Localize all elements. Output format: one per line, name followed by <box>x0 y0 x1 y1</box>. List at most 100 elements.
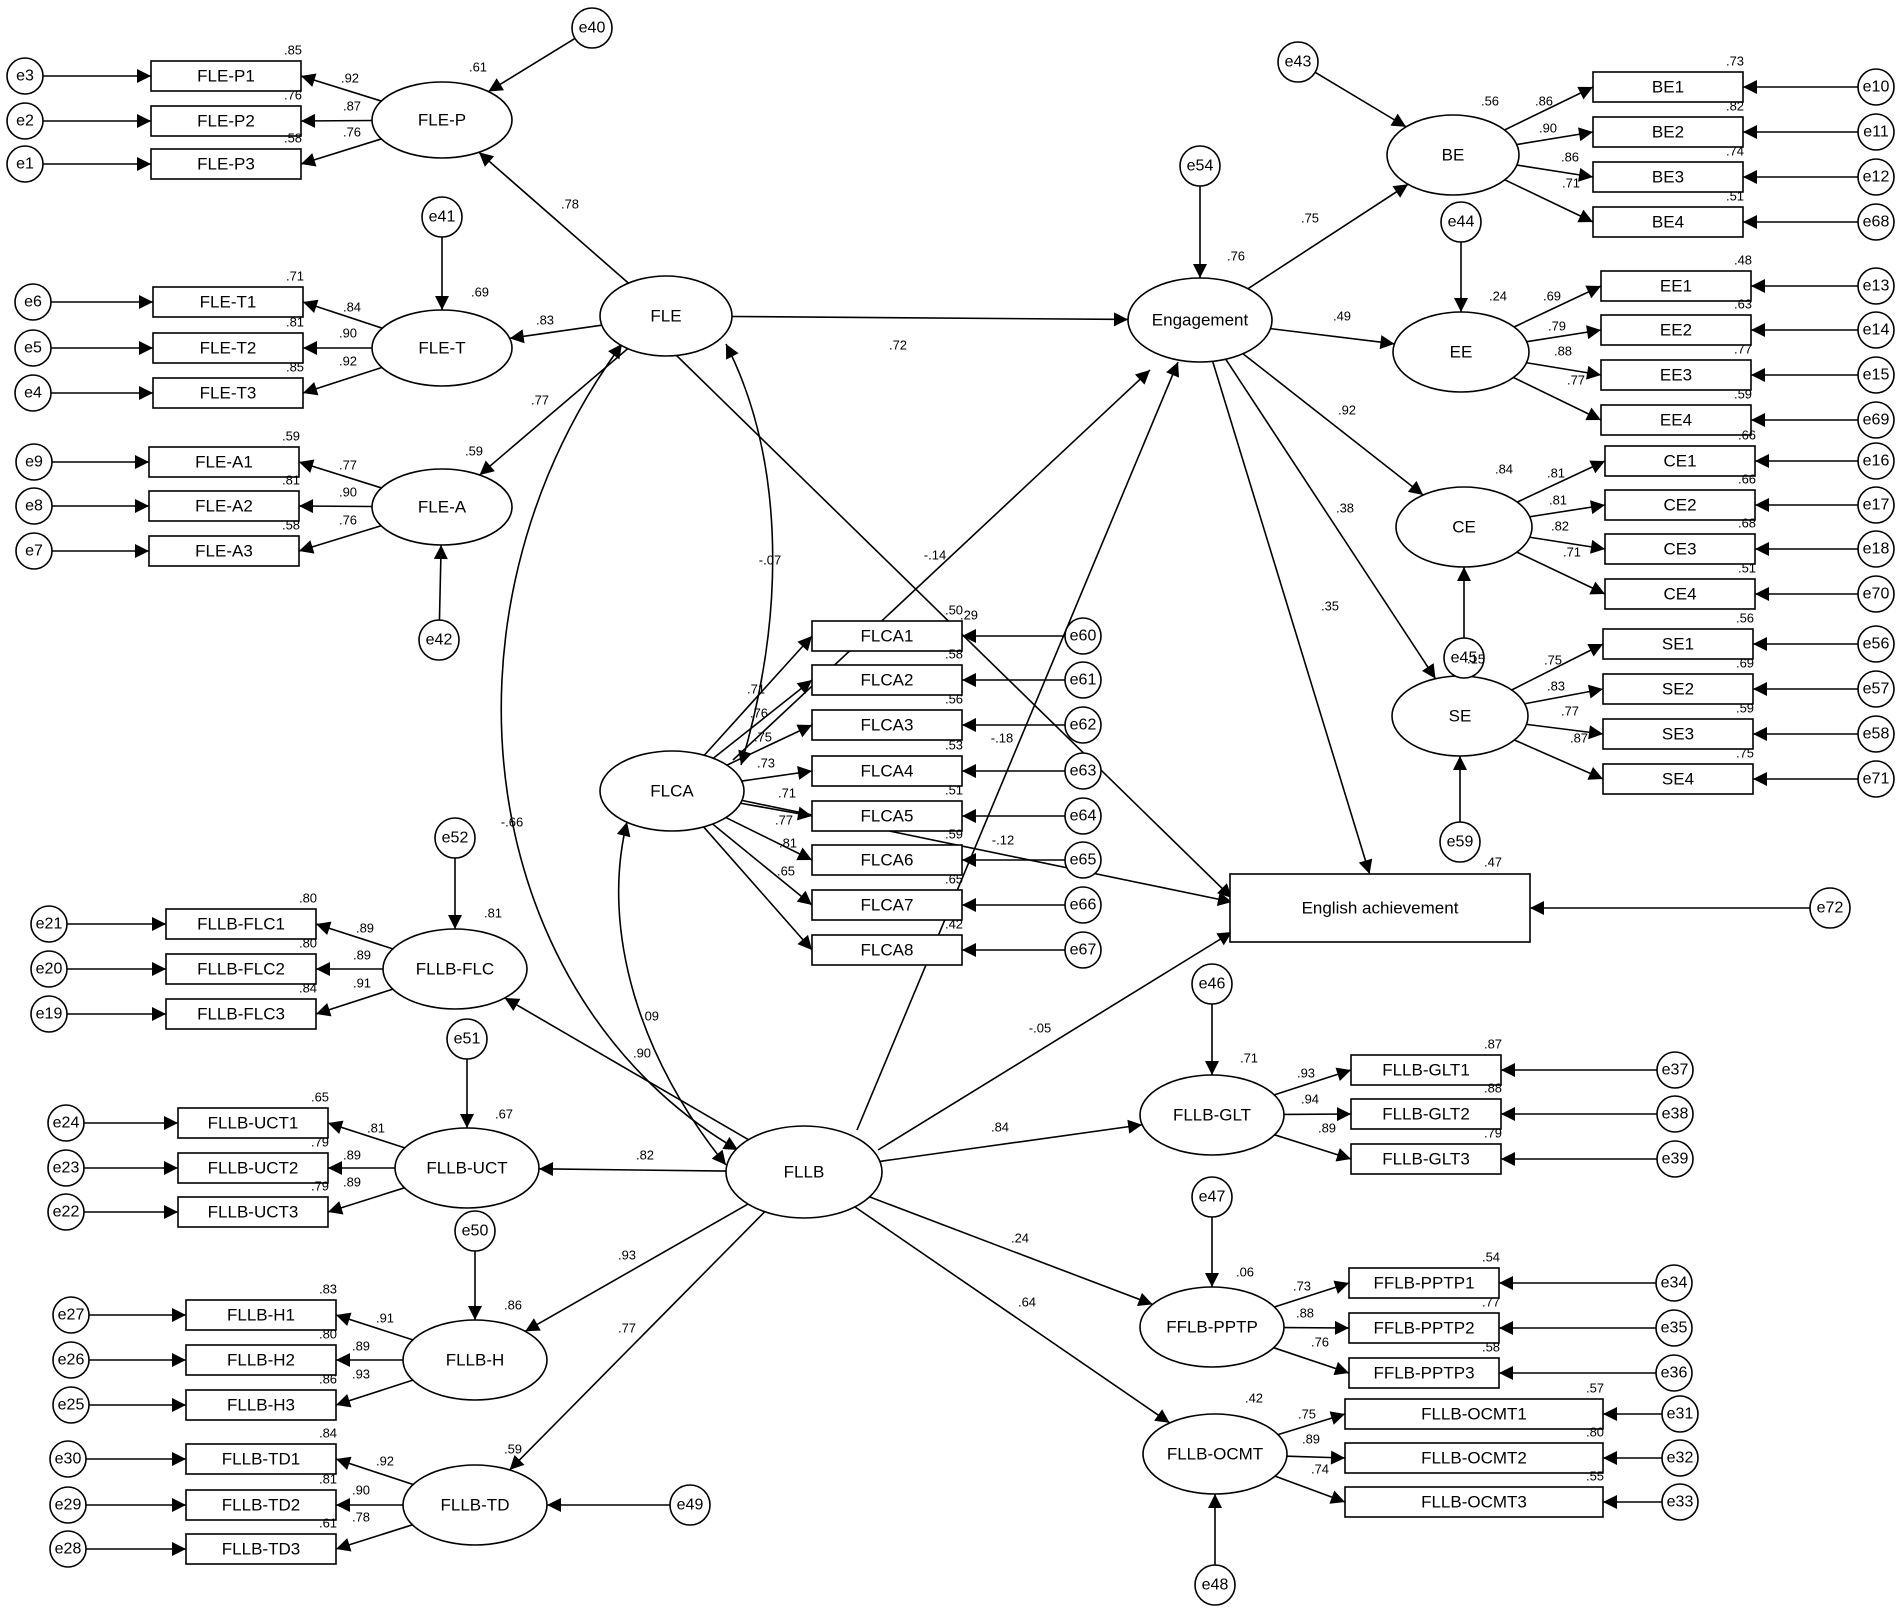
disturbance-term <box>1809 887 1851 929</box>
loading-path <box>1511 643 1604 691</box>
indicator-be3 <box>1592 161 1744 193</box>
error-term <box>1064 886 1102 924</box>
error-term-label: e22 <box>53 1204 80 1221</box>
r-squared-label: .85 <box>286 360 304 375</box>
indicator-label: FLLB-H3 <box>227 1396 295 1415</box>
error-term <box>1655 1264 1693 1302</box>
indicator-be4 <box>1592 206 1744 238</box>
indicator-label: FLE-P3 <box>197 155 255 174</box>
indicator-label: CE4 <box>1663 585 1696 604</box>
covariance-path <box>500 343 739 1151</box>
error-term-label: e38 <box>1662 1106 1689 1123</box>
indicator-flca2 <box>811 664 963 696</box>
loading-path <box>1516 127 1594 146</box>
error-term <box>1656 1140 1694 1178</box>
indicator-label: FFLB-PPTP3 <box>1373 1364 1474 1383</box>
r-squared-label: .74 <box>1726 144 1744 159</box>
r-squared-label: .47 <box>1484 855 1502 870</box>
path-coefficient: .78 <box>561 197 579 212</box>
structural-path <box>731 312 1129 327</box>
r-squared-label: .71 <box>286 269 304 284</box>
error-term <box>47 1104 85 1142</box>
r-squared-label: .56 <box>1481 94 1499 109</box>
indicator-label: FLLB-UCT2 <box>208 1159 299 1178</box>
error-term <box>1064 841 1102 879</box>
structural-path <box>538 1162 727 1177</box>
indicator-label: FLCA8 <box>861 941 914 960</box>
loading-coefficient: .91 <box>353 976 371 991</box>
r-squared-label: .86 <box>504 1298 522 1313</box>
loading-path <box>300 138 382 167</box>
loading-coefficient: .87 <box>1570 731 1588 746</box>
indicator-label: FLCA6 <box>861 851 914 870</box>
indicator-label: FLE-A2 <box>195 497 253 516</box>
error-term-label: e63 <box>1070 763 1097 780</box>
loading-path <box>741 766 813 782</box>
indicator-ce4 <box>1604 578 1756 610</box>
indicator-label: FLLB-UCT1 <box>208 1114 299 1133</box>
loading-path <box>1504 86 1594 131</box>
loading-coefficient: .75 <box>1544 653 1562 668</box>
error-term-label: e20 <box>36 961 63 978</box>
indicator-fle-a2 <box>148 490 300 522</box>
disturbance-label: e49 <box>677 1497 704 1514</box>
loading-coefficient: .89 <box>343 1175 361 1190</box>
latent-fllb-td <box>402 1464 548 1546</box>
error-term <box>1064 752 1102 790</box>
latent-fllb-ocmt <box>1142 1413 1288 1495</box>
disturbance-term <box>434 817 476 859</box>
loading-path <box>335 1456 414 1486</box>
error-term <box>49 1486 87 1524</box>
error-term <box>1857 530 1895 568</box>
latent-label: FLLB-GLT <box>1173 1106 1251 1125</box>
indicator-fllb-glt3 <box>1350 1143 1502 1175</box>
indicator-label: FLE-P2 <box>197 112 255 131</box>
r-squared-label: .57 <box>1586 1381 1604 1396</box>
loading-coefficient: .75 <box>1298 1407 1316 1422</box>
error-term <box>1064 797 1102 835</box>
disturbance-arrow <box>1314 71 1407 128</box>
indicator-label: FLLB-TD3 <box>222 1540 300 1559</box>
error-term-label: e13 <box>1863 278 1890 295</box>
indicator-fflb-pptp2 <box>1348 1312 1500 1344</box>
error-term-label: e25 <box>58 1397 85 1414</box>
disturbance-label: e48 <box>1202 1577 1229 1594</box>
indicator-label: FLLB-H1 <box>227 1306 295 1325</box>
indicator-fle-a3 <box>148 535 300 567</box>
error-term-label: e35 <box>1661 1320 1688 1337</box>
structural-path <box>1211 361 1373 875</box>
error-term-label: e10 <box>1863 79 1890 96</box>
r-squared-label: .79 <box>311 1135 329 1150</box>
error-term <box>1857 625 1895 663</box>
r-squared-label: .51 <box>945 783 963 798</box>
indicator-ee4 <box>1600 404 1752 436</box>
error-term <box>14 374 52 412</box>
loading-path <box>1273 1067 1352 1096</box>
latent-fle-a <box>371 468 513 546</box>
indicator-se1 <box>1602 628 1754 660</box>
indicator-fllb-glt2 <box>1350 1098 1502 1130</box>
loading-coefficient: .90 <box>339 326 357 341</box>
error-term-label: e15 <box>1863 367 1890 384</box>
indicator-fllb-td2 <box>185 1489 337 1521</box>
indicator-fllb-flc3 <box>165 998 317 1030</box>
loading-coefficient: .81 <box>367 1121 385 1136</box>
indicator-ce3 <box>1604 533 1756 565</box>
r-squared-label: .66 <box>1738 472 1756 487</box>
r-squared-label: .88 <box>1484 1081 1502 1096</box>
indicator-fllb-ocmt3 <box>1344 1486 1604 1518</box>
latent-label: FFLB-PPTP <box>1166 1318 1258 1337</box>
disturbance-term <box>418 619 460 661</box>
indicator-label: SE4 <box>1662 770 1694 789</box>
indicator-flca8 <box>811 934 963 966</box>
loading-path <box>1526 325 1602 343</box>
path-coefficient: .83 <box>536 313 554 328</box>
error-term-label: e12 <box>1863 169 1890 186</box>
indicator-label: FLCA4 <box>861 762 914 781</box>
r-squared-label: .81 <box>319 1472 337 1487</box>
r-squared-label: .59 <box>1736 701 1754 716</box>
indicator-label: FLLB-GLT3 <box>1382 1150 1470 1169</box>
error-term-label: e7 <box>25 543 43 560</box>
disturbance-label: e51 <box>454 1031 481 1048</box>
loading-coefficient: .93 <box>352 1367 370 1382</box>
